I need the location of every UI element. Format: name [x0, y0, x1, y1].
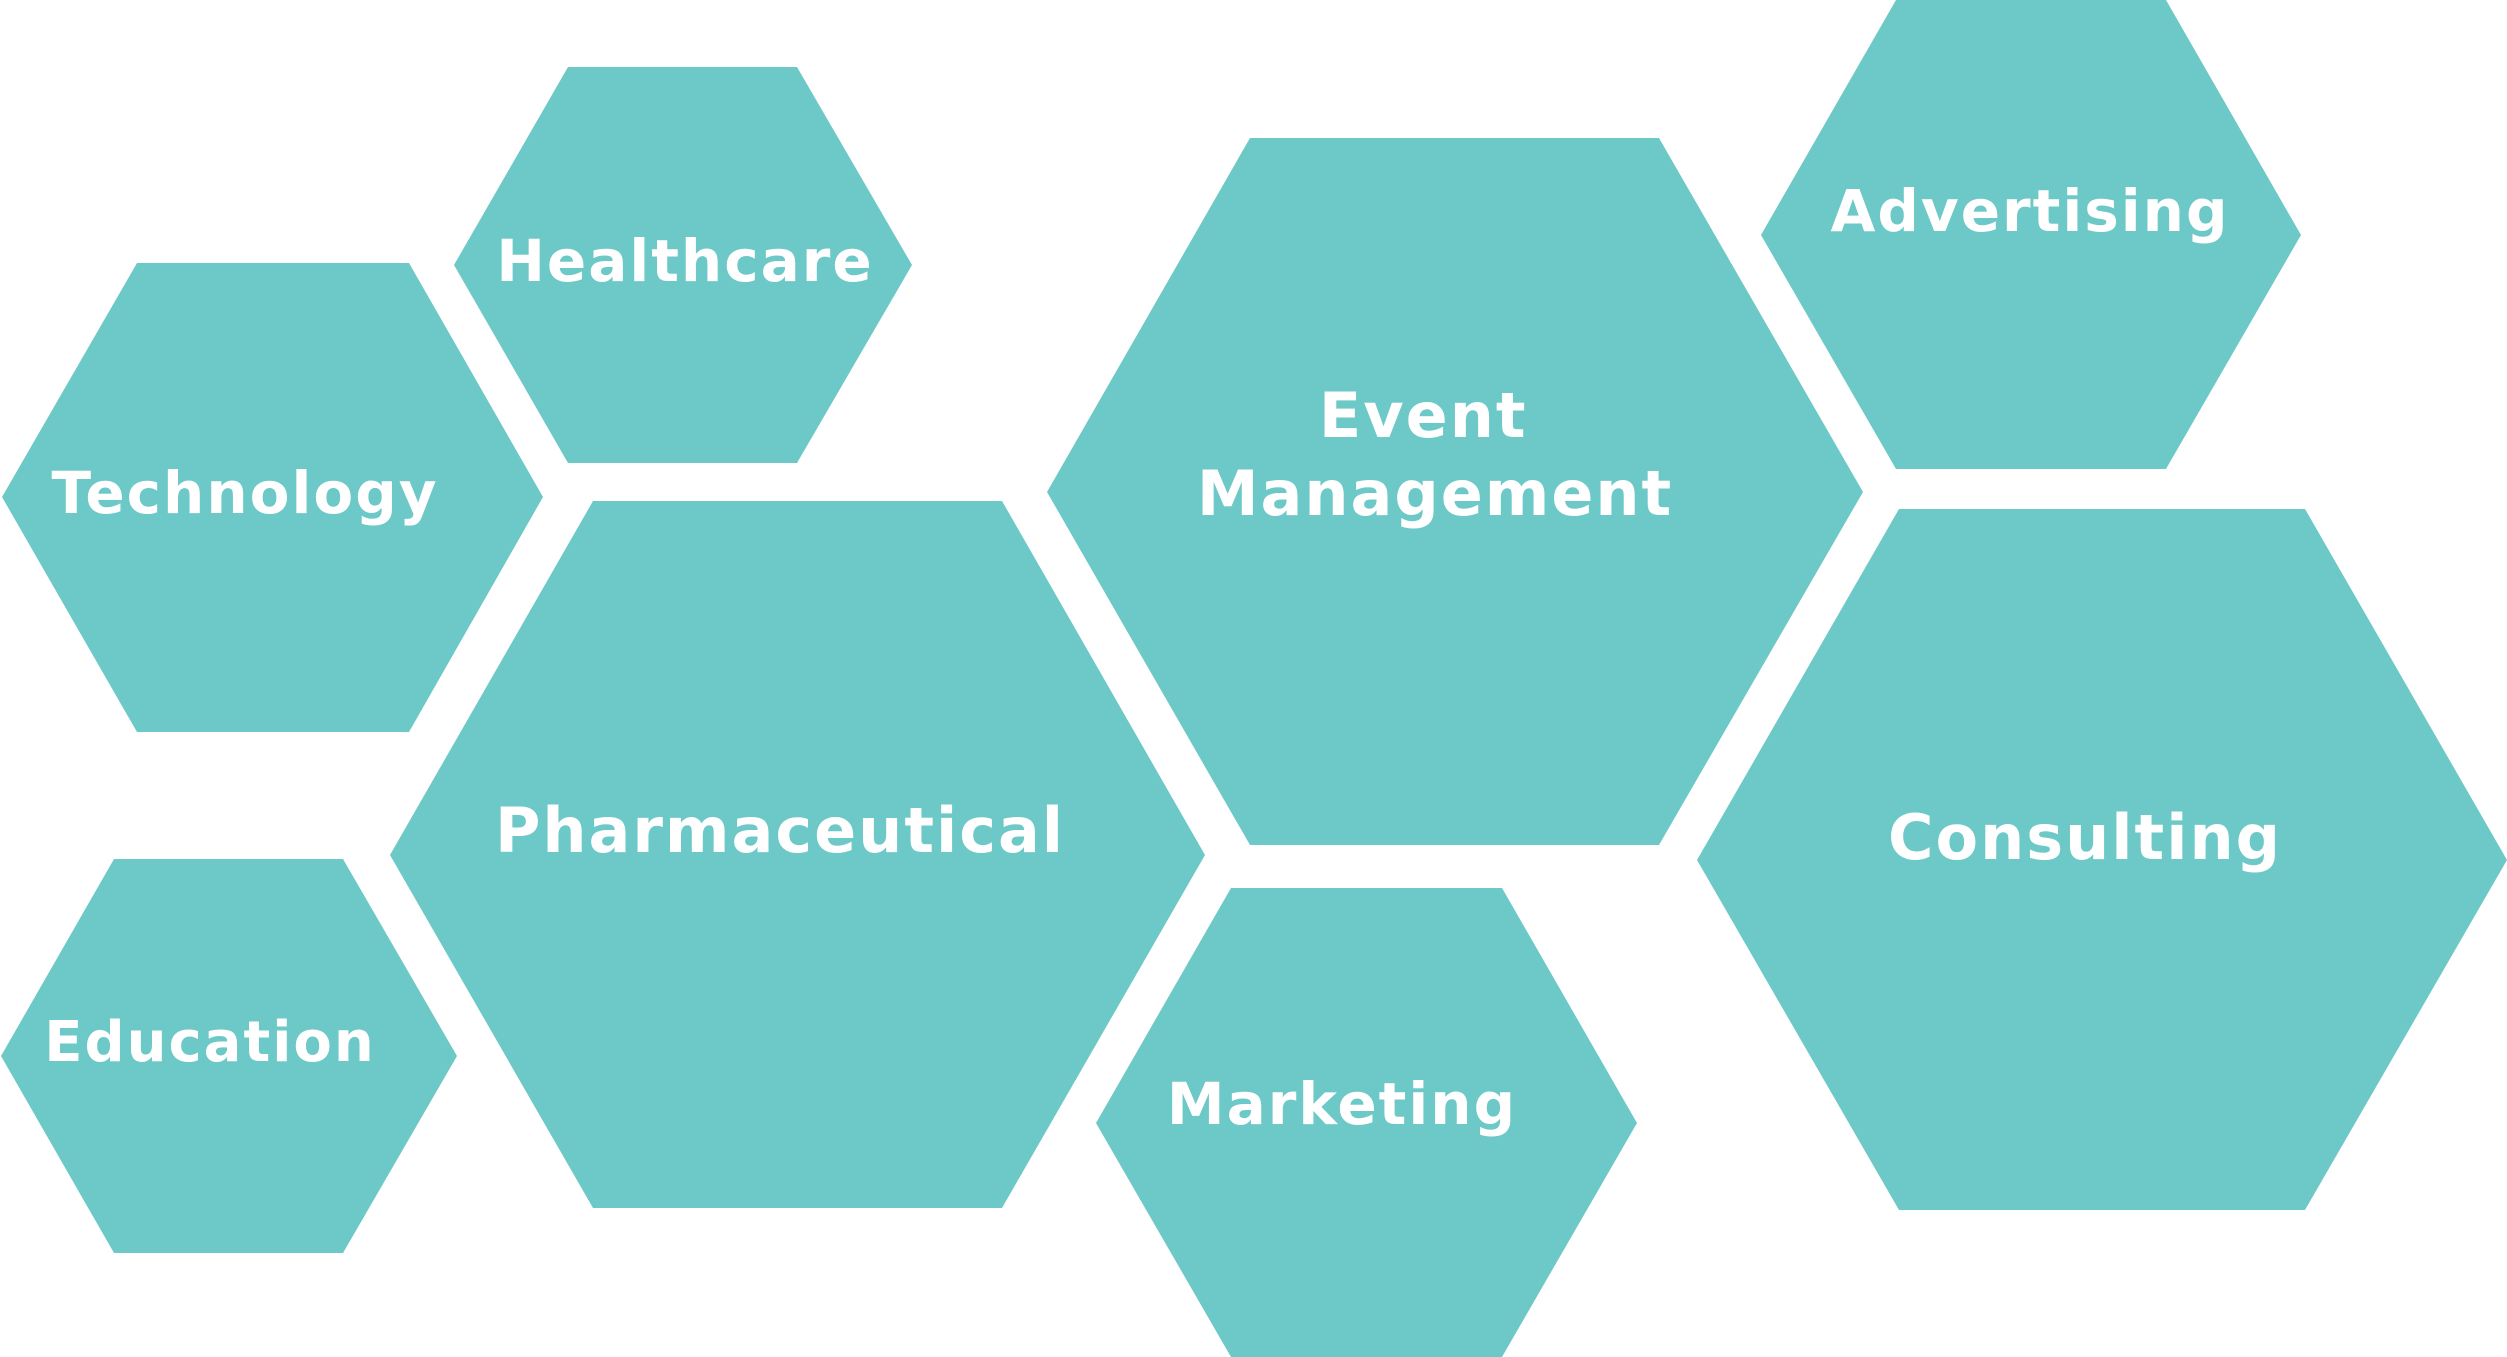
hexagon-pharmaceutical-label-line-1: Pharmaceutical	[495, 794, 1065, 867]
hexagon-education-shape	[1, 859, 457, 1253]
hexagon-event-management: Event Management	[1047, 138, 1863, 845]
hexagon-event-management-label-line-2: Management	[1197, 457, 1673, 530]
hexagon-advertising-shape	[1761, 0, 2301, 469]
hexagon-pharmaceutical-shape	[390, 501, 1205, 1208]
hexagon-healthcare-shape	[454, 67, 912, 463]
hexagon-advertising: Advertising	[1761, 0, 2301, 469]
hexagon-pharmaceutical-label: Pharmaceutical	[495, 794, 1065, 867]
hexagon-consulting-shape	[1697, 509, 2507, 1210]
hexagon-education-label: Education	[44, 1010, 376, 1075]
hexagon-technology-shape	[2, 263, 543, 732]
hexagon-advertising-label-line-1: Advertising	[1831, 177, 2230, 245]
hexagon-marketing-label: Marketing	[1167, 1070, 1517, 1138]
hexagon-consulting-label-line-1: Consulting	[1888, 801, 2282, 874]
hexagon-healthcare-label: Healthcare	[496, 227, 873, 295]
hexagon-advertising-label: Advertising	[1831, 177, 2230, 245]
hexagon-healthcare-label-line-1: Healthcare	[496, 227, 873, 295]
hexagon-event-management-label-line-1: Event	[1319, 379, 1528, 452]
hexagon-marketing: Marketing	[1096, 888, 1637, 1357]
hexagon-healthcare: Healthcare	[454, 67, 912, 463]
hexagon-event-management-shape	[1047, 138, 1863, 845]
hexagon-education: Education	[1, 859, 457, 1253]
hexagon-education-label-line-1: Education	[44, 1010, 376, 1075]
hexagon-marketing-shape	[1096, 888, 1637, 1357]
hexagon-consulting: Consulting	[1697, 509, 2507, 1210]
hexagon-technology-label: Technology	[51, 459, 438, 527]
hexagon-marketing-label-line-1: Marketing	[1167, 1070, 1517, 1138]
hexagon-technology-label-line-1: Technology	[51, 459, 438, 527]
hexagon-consulting-label: Consulting	[1888, 801, 2282, 874]
hexagon-technology: Technology	[2, 263, 543, 732]
hexagon-event-management-label: Event Management	[1197, 379, 1673, 530]
hexagon-pharmaceutical: Pharmaceutical	[390, 501, 1205, 1208]
